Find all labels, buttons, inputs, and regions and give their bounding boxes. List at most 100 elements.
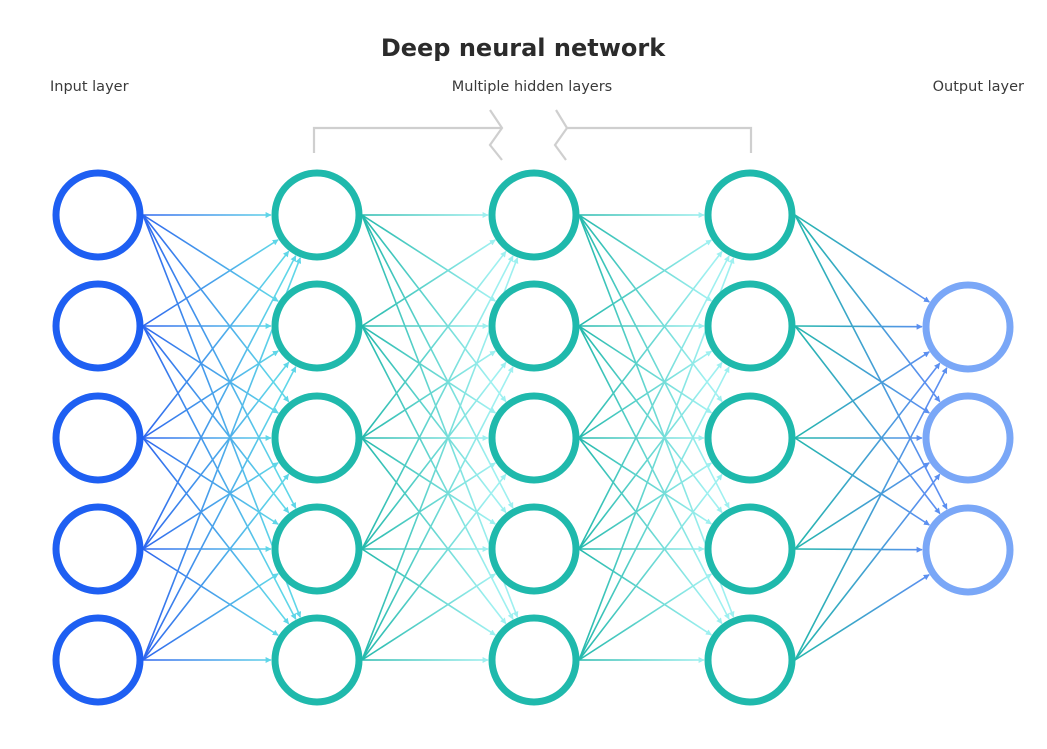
connection-hidden-3-3-to-output-3 [794,437,930,526]
bracket-left [312,126,502,153]
neuron-hidden-3-5 [704,614,796,706]
hidden-layers-bracket [312,109,753,161]
connection-hidden-2-2-to-hidden-3-1 [578,239,712,327]
connection-hidden-2-3-to-hidden-3-4 [578,437,712,525]
connection-hidden-1-4-to-hidden-2-2 [361,361,507,550]
neuron-hidden-1-1 [271,169,363,261]
connection-input-2-to-hidden-1-1 [142,239,279,327]
connection-hidden-1-3-to-hidden-2-4 [361,437,496,525]
neuron-hidden-3-4 [704,503,796,595]
connection-input-4-to-hidden-1-1 [142,255,297,550]
connection-hidden-2-1-to-hidden-3-3 [578,214,723,402]
connection-hidden-1-3-to-hidden-2-2 [361,350,496,439]
connection-hidden-3-3-to-output-1 [794,351,930,439]
connection-input-5-to-hidden-1-3 [142,473,290,661]
connection-input-3-to-hidden-1-1 [142,250,290,439]
neuron-hidden-1-3 [271,392,363,484]
connection-hidden-1-3-to-hidden-2-1 [361,250,507,439]
neuron-output-2 [922,392,1014,484]
connection-hidden-1-4-to-hidden-2-1 [361,255,514,550]
connection-input-2-to-hidden-1-3 [142,325,279,414]
connection-hidden-1-5-to-hidden-2-2 [361,366,514,661]
neurons [52,169,1014,706]
connection-hidden-3-1-to-output-2 [794,214,941,403]
connection-hidden-2-5-to-hidden-3-2 [578,366,730,661]
connection-hidden-2-4-to-hidden-3-3 [578,462,712,550]
connection-hidden-1-2-to-hidden-2-5 [361,325,514,620]
connection-hidden-2-2-to-hidden-3-4 [578,325,723,513]
connection-hidden-2-3-to-hidden-3-5 [578,437,723,625]
connection-hidden-2-1-to-hidden-3-4 [578,214,730,509]
bracket-left-break [488,109,504,161]
connection-hidden-1-4-to-hidden-2-3 [361,462,496,550]
connection-hidden-1-1-to-hidden-2-3 [361,214,507,403]
connection-input-3-to-hidden-1-5 [142,437,290,625]
connection-hidden-3-2-to-output-2 [794,325,930,414]
connection-hidden-1-2-to-hidden-2-3 [361,325,496,414]
connection-hidden-2-3-to-hidden-3-2 [578,350,713,439]
neuron-hidden-1-4 [271,503,363,595]
neuron-hidden-3-2 [704,280,796,372]
connection-input-4-to-hidden-1-3 [142,462,279,550]
neuron-hidden-2-2 [488,280,580,372]
hidden-layers-label: Multiple hidden layers [452,79,612,95]
connection-input-2-to-hidden-1-5 [142,325,297,620]
connection-hidden-1-5-to-hidden-2-4 [361,573,496,661]
connection-hidden-2-5-to-hidden-3-4 [578,573,712,661]
neuron-hidden-3-3 [704,392,796,484]
neuron-input-1 [52,169,144,261]
connection-input-5-to-hidden-1-2 [142,366,297,661]
connection-hidden-3-4-to-output-3 [794,546,923,553]
connection-hidden-2-1-to-hidden-3-2 [578,214,712,302]
connection-hidden-2-4-to-hidden-3-2 [578,362,723,550]
neuron-input-4 [52,503,144,595]
neuron-output-1 [922,281,1014,373]
connection-hidden-1-5-to-hidden-2-3 [361,473,507,661]
neuron-hidden-2-4 [488,503,580,595]
connection-group-input-to-hidden-1 [142,212,302,663]
connection-input-4-to-hidden-1-5 [142,548,279,636]
layer-input [52,169,144,706]
connection-hidden-3-2-to-output-3 [794,325,941,515]
neuron-hidden-2-3 [488,392,580,484]
connection-group-hidden-2-to-hidden-3 [578,212,735,663]
output-layer-label: Output layer [933,79,1024,95]
connection-hidden-1-1-to-hidden-2-2 [361,214,496,302]
connection-hidden-1-2-to-hidden-2-1 [361,239,496,327]
connection-hidden-2-3-to-hidden-3-1 [578,251,723,439]
connection-input-1-to-hidden-1-2 [142,214,279,302]
connection-group-hidden-3-to-output [794,214,948,661]
connection-hidden-1-4-to-hidden-2-5 [361,548,496,636]
neuron-hidden-2-5 [488,614,580,706]
connection-hidden-1-3-to-hidden-2-5 [361,437,507,625]
connection-input-2-to-hidden-1-4 [142,325,290,514]
layer-output [922,281,1014,596]
connection-hidden-2-4-to-hidden-3-1 [578,255,730,550]
connection-hidden-3-1-to-output-1 [794,214,930,303]
diagram-title: Deep neural network [381,34,666,62]
connection-input-3-to-hidden-1-2 [142,350,279,439]
bracket-right [567,126,753,153]
input-layer-label: Input layer [50,79,129,95]
neuron-hidden-3-1 [704,169,796,261]
connection-hidden-3-5-to-output-1 [794,367,948,661]
neuron-input-3 [52,392,144,484]
connection-hidden-3-4-to-output-1 [794,362,941,550]
connection-input-4-to-hidden-1-2 [142,361,290,550]
connection-hidden-3-1-to-output-3 [794,214,948,510]
connection-hidden-2-5-to-hidden-3-3 [578,473,723,661]
connection-hidden-1-1-to-hidden-2-4 [361,214,514,509]
bracket-right-break [553,109,569,161]
connection-input-1-to-hidden-1-3 [142,214,290,403]
connections [142,212,948,663]
layer-hidden-2 [488,169,580,706]
neuron-output-3 [922,504,1014,596]
neuron-input-2 [52,280,144,372]
neuron-hidden-1-2 [271,280,363,372]
connection-hidden-3-4-to-output-2 [794,462,930,550]
layer-hidden-1 [271,169,363,706]
connection-hidden-3-5-to-output-2 [794,473,941,661]
connection-input-3-to-hidden-1-4 [142,437,279,525]
connection-input-1-to-hidden-1-4 [142,214,297,509]
